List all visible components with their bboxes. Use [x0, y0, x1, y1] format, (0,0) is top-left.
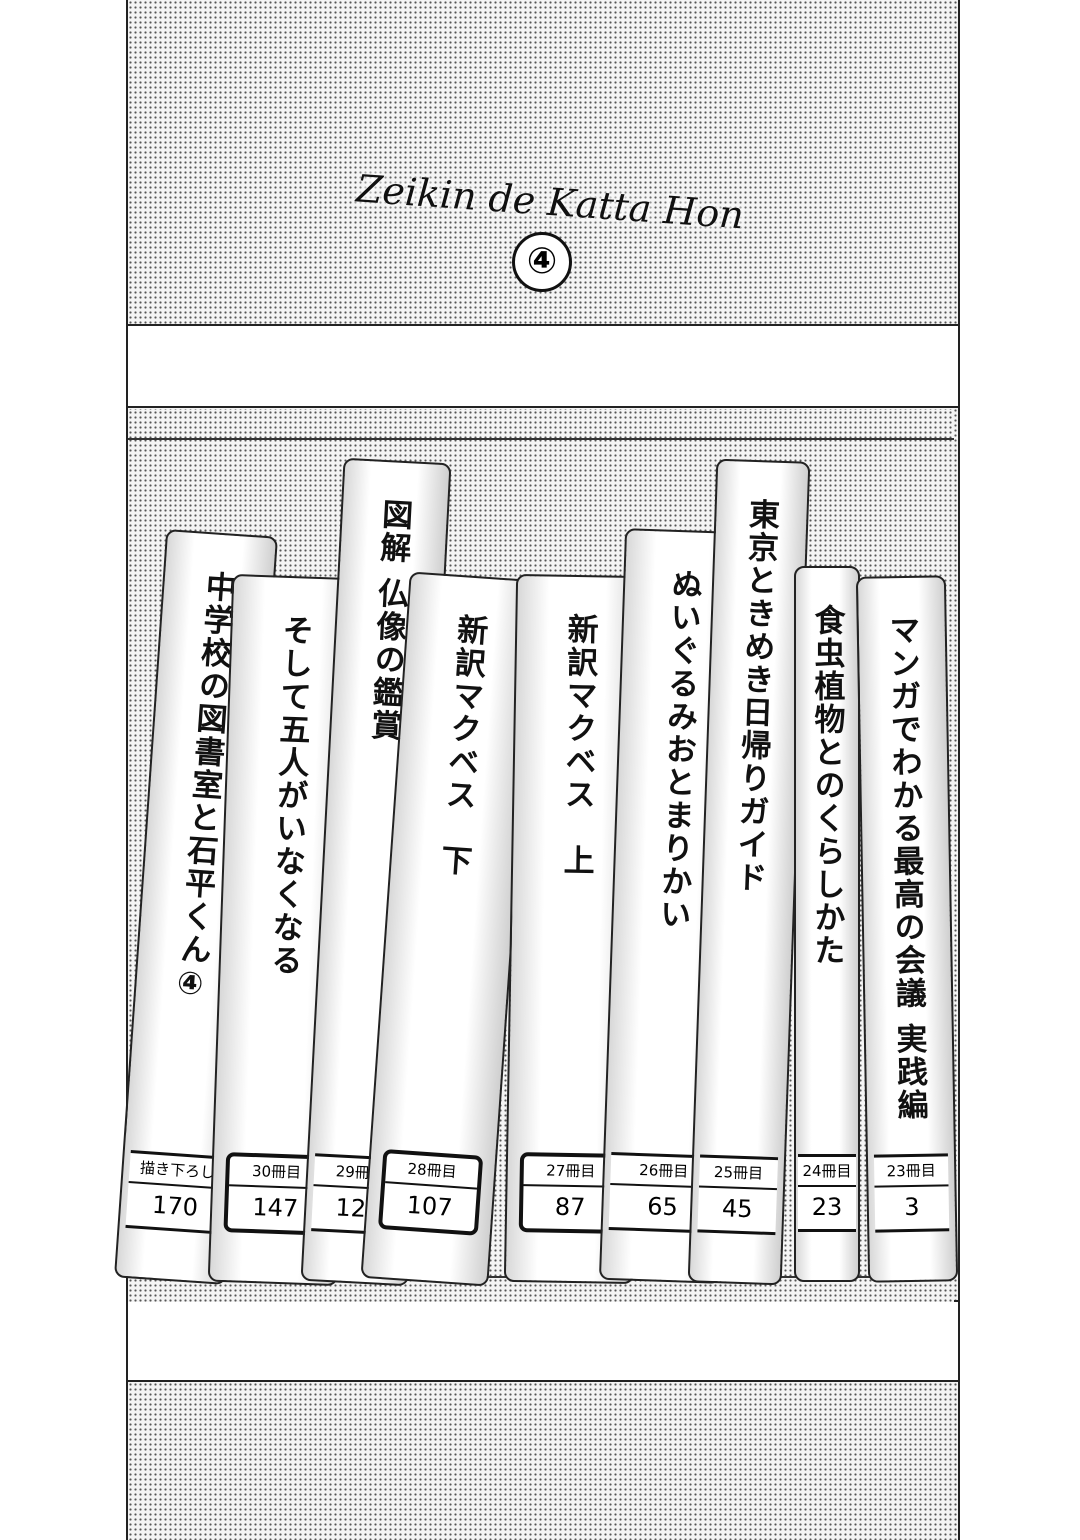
label-page: 23	[811, 1193, 843, 1221]
book-title: 食虫植物とのくらしかた	[808, 604, 845, 967]
label-volume: 25冊目	[698, 1157, 778, 1191]
book-title: 新訳マクベス 下	[434, 612, 489, 879]
label-page: 107	[405, 1190, 454, 1222]
book-label: 23冊目 3	[873, 1153, 950, 1233]
bottom-panel	[126, 1382, 960, 1540]
book-label: 24冊目 23	[798, 1154, 856, 1232]
shelf-top	[128, 410, 954, 440]
label-page: 45	[721, 1194, 753, 1224]
label-page: 3	[903, 1192, 920, 1222]
blank-band	[126, 326, 960, 408]
book-title: 新訳マクベス 上	[557, 612, 599, 878]
book-title: そして五人がいなくなる	[264, 613, 314, 978]
book-title: 東京ときめき日帰りガイド	[729, 497, 780, 895]
book-spine[interactable]: 食虫植物とのくらしかた 24冊目 23	[794, 566, 860, 1282]
title-panel	[126, 0, 960, 326]
book-title: ぬいぐるみおとまりかい	[653, 567, 703, 932]
book-title: マンガでわかる最高の会議 実践編	[883, 613, 928, 1123]
volume-number: ④	[512, 232, 572, 292]
book-spine[interactable]: マンガでわかる最高の会議 実践編 23冊目 3	[855, 575, 959, 1283]
blank-band	[126, 1302, 960, 1382]
label-volume: 24冊目	[798, 1157, 856, 1187]
label-volume: 23冊目	[873, 1156, 949, 1188]
